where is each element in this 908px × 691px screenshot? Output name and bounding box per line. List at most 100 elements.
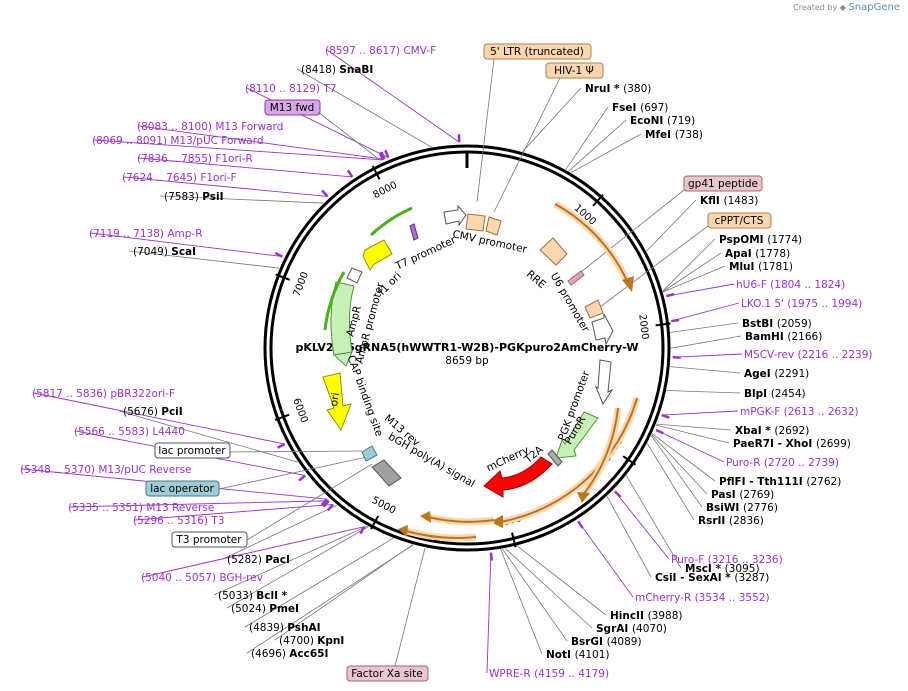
enzyme-site: PaeR7I - XhoI (2699) (733, 438, 851, 450)
primer-label: LKO.1 5' (1975 .. 1994) (741, 298, 862, 310)
orf-arc-4-line (427, 516, 495, 523)
enzyme-name: PspOMI (719, 234, 767, 246)
enzyme-name: AgeI (744, 368, 774, 380)
enzyme-position: (4070) (632, 623, 667, 635)
enzyme-leader (502, 548, 568, 642)
enzyme-position: (3287) (734, 572, 769, 584)
enzyme-position: (4101) (575, 649, 610, 661)
primer-label: (8597 .. 8617) CMV-F (325, 45, 436, 57)
mcherry-arrow (483, 456, 553, 498)
primer-mark (384, 149, 390, 159)
enzyme-label: (7583) PsiI (164, 191, 224, 203)
enzyme-name: PaeR7I - XhoI (733, 438, 816, 450)
primer-leader (661, 410, 739, 416)
primer-mark (346, 169, 354, 178)
enzyme-label: NruI * (380) (585, 83, 651, 95)
orf-arc-3-head (577, 492, 590, 503)
enzyme-site: EcoNI (719) (630, 115, 695, 127)
primer-mark (322, 499, 330, 508)
enzyme-site: (7049) ScaI (133, 246, 196, 258)
primer-leader (614, 491, 670, 560)
enzyme-position: (380) (623, 83, 651, 95)
enzyme-name: MscI * (685, 563, 725, 575)
snapgene-product-name: SnapGene (848, 2, 900, 13)
enzyme-name: FseI (612, 102, 640, 114)
enzyme-leader (159, 195, 324, 204)
tick-mark (275, 273, 291, 281)
enzyme-label: MfeI (738) (645, 129, 703, 141)
enzyme-label: SgrAI (4070) (596, 623, 667, 635)
enzyme-position: (4700) (279, 635, 317, 647)
enzyme-site: MscI * (3095) (685, 563, 760, 575)
ltr-box-1 (465, 213, 486, 232)
enzyme-position: (697) (640, 102, 668, 114)
primer-mark (359, 526, 366, 535)
enzyme-name: EcoNI (630, 115, 667, 127)
enzyme-label: BsrGI (4089) (571, 636, 642, 648)
enzyme-leader (656, 423, 732, 431)
enzyme-position: (2762) (806, 476, 841, 488)
primer-label: WPRE-R (4159 .. 4179) (489, 668, 609, 680)
enzyme-site: PspOMI (1774) (719, 234, 802, 246)
enzyme-position: (3095) (725, 563, 760, 575)
ampr-arrowhead (332, 351, 353, 367)
enzyme-position: (719) (667, 115, 695, 127)
enzyme-site: BsrGI (4089) (571, 636, 642, 648)
enzyme-leader (650, 435, 703, 508)
enzyme-label: CsiI - SexAI * (3287) (655, 572, 769, 584)
enzyme-position: (738) (675, 129, 703, 141)
enzyme-name: BamHI (745, 331, 787, 343)
enzyme-site: (5024) PmeI (231, 603, 299, 615)
enzyme-name: CsiI - SexAI * (655, 572, 734, 584)
enzyme-site: PflFI - Tth111I (2762) (719, 476, 841, 488)
enzyme-site: (4839) PshAI (249, 622, 321, 634)
bgh-polya-box (371, 459, 402, 487)
enzyme-leader (522, 87, 582, 152)
primer-label: mCherry-R (3534 .. 3552) (635, 592, 770, 604)
enzyme-leader (662, 265, 726, 293)
enzyme-position: (1781) (758, 261, 793, 273)
enzyme-leader (646, 199, 697, 252)
enzyme-label: (4700) KpnI (279, 635, 344, 647)
primer-leader (672, 353, 743, 358)
primer-label: (7836 .. 7855) F1ori-R (137, 153, 253, 165)
enzyme-site: KflI (1483) (700, 195, 758, 207)
snapgene-branding: Created by ◆ SnapGene (793, 2, 900, 13)
primer-mark (380, 151, 386, 160)
enzyme-leader (213, 525, 368, 596)
enzyme-leader (516, 545, 607, 616)
enzyme-leader (625, 475, 682, 569)
primer-leader (577, 521, 634, 598)
enzyme-name: SnaBI (339, 64, 373, 76)
feature-box-m13-fwd: M13 fwd (264, 99, 321, 116)
enzyme-leader (651, 433, 716, 482)
feature-box-lac-promoter: lac promoter (154, 442, 231, 459)
primer-label: hU6-F (1804 .. 1824) (736, 279, 845, 291)
label-f1-ori: f1 ori (376, 270, 404, 298)
feature-box-cppt-cts: cPPT/CTS (707, 212, 772, 229)
rre-box (539, 237, 568, 266)
enzyme-site: XbaI * (2692) (735, 425, 809, 437)
backbone-outer-ring (263, 144, 671, 552)
enzyme-name: HincII (610, 610, 648, 622)
feature-box-t3-promoter: T3 promoter (171, 531, 248, 548)
primer-leader (134, 503, 333, 521)
feature-box-hiv1-psi: HIV-1 Ψ (545, 62, 604, 79)
enzyme-label: (5024) PmeI (231, 603, 299, 615)
tick-mark (592, 193, 604, 207)
enzyme-leader (504, 548, 593, 629)
enzyme-site: (5676) PciI (123, 406, 183, 418)
enzyme-site: BlpI (2454) (744, 388, 806, 400)
enzyme-label: MscI * (3095) (685, 563, 760, 575)
orf-arc-1-head (622, 276, 634, 292)
primer-leader (90, 232, 283, 258)
enzyme-site: RsrII (2836) (698, 515, 764, 527)
primer-mark (666, 292, 675, 298)
enzyme-site: AgeI (2291) (744, 368, 809, 380)
primer-label: (5296 .. 5316) T3 (133, 515, 224, 527)
enzyme-name: BlpI (744, 388, 771, 400)
enzyme-position: (7583) (164, 191, 202, 203)
enzyme-label: KflI (1483) (700, 195, 758, 207)
orf-arc-3-line (582, 407, 619, 496)
pgk-promoter-arrow (595, 359, 614, 406)
